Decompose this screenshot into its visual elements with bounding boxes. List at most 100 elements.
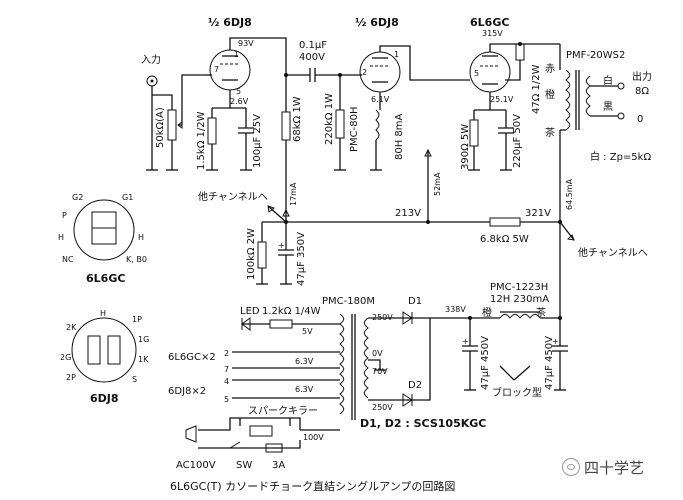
c47u350-label: 47μF 350V — [296, 232, 307, 286]
svg-text:白: 白 — [603, 74, 613, 87]
d2-label: D2 — [408, 380, 422, 391]
svg-text:橙: 橙 — [482, 306, 492, 319]
r-cathode-1k5 — [207, 117, 217, 145]
ccoup-v-label: 400V — [299, 52, 325, 63]
r68k-label: 68kΩ 1W — [292, 96, 303, 142]
pin6l6-g2: G2 — [72, 193, 83, 202]
svg-text:G1: G1 — [122, 193, 133, 202]
pmc1223h-label: PMC-1223H — [490, 282, 548, 293]
svg-text:7: 7 — [214, 65, 219, 74]
volume-pot — [167, 109, 177, 141]
v63a-label: 6.3V — [295, 357, 314, 366]
h6l6-label: 6L6GC×2 — [168, 352, 216, 363]
svg-text:2P: 2P — [66, 373, 76, 382]
watermark-text: 四十学艺 — [584, 458, 645, 477]
svg-text:5: 5 — [236, 87, 241, 96]
pot-label: 50kΩ(A) — [155, 107, 166, 148]
v100-label: 100V — [303, 433, 324, 442]
svg-text:4: 4 — [224, 377, 229, 386]
spark-label: スパークキラー — [248, 405, 318, 417]
r68k5w-label: 6.8kΩ 5W — [480, 234, 529, 245]
svg-text:H: H — [138, 233, 144, 242]
svg-text:H: H — [58, 233, 64, 242]
v26-label: 2.6V — [230, 97, 249, 106]
svg-text:+: + — [278, 241, 285, 250]
other-channel-2: 他チャンネルへ — [578, 246, 648, 259]
r-plate-68k — [281, 111, 291, 141]
tube2-label: ½ 6DJ8 — [355, 16, 399, 29]
d1-label: D1 — [408, 296, 422, 307]
v321-label: 321V — [525, 208, 551, 219]
v213-label: 213V — [395, 208, 421, 219]
pinout-6dj8-label: 6DJ8 — [90, 392, 119, 405]
svg-text:H: H — [100, 309, 106, 318]
svg-text:P: P — [62, 211, 67, 220]
output-transformer-secondary — [585, 75, 591, 117]
svg-text:K, B0: K, B0 — [126, 255, 147, 264]
h6dj8-label: 6DJ8×2 — [168, 386, 206, 397]
svg-text:黒: 黒 — [603, 101, 613, 113]
watermark: 四十学艺 — [562, 456, 644, 478]
pinout-6l6gc-label: 6L6GC — [86, 272, 125, 285]
ac-label: AC100V — [176, 460, 216, 471]
c47u450a-label: 47μF 450V — [480, 336, 491, 390]
diagram-caption: 6L6GC(T) カソードチョーク直結シングルアンプの回路図 — [170, 479, 455, 493]
pmc180m-label: PMC-180M — [322, 296, 375, 307]
svg-text:1: 1 — [234, 50, 239, 59]
c220u50-label: 220μF 50V — [512, 114, 523, 168]
r-screen-47 — [515, 43, 525, 61]
diodes-label: D1, D2 : SCS105KGC — [360, 417, 486, 430]
svg-text:5: 5 — [474, 69, 479, 78]
ccoup-label: 0.1μF — [299, 40, 327, 51]
opt-label: PMF-20WS2 — [566, 50, 625, 61]
svg-text:2G: 2G — [60, 353, 71, 362]
spark-killer — [249, 425, 273, 437]
cathode-choke-pmc80h — [375, 109, 380, 141]
filter-choke-pmc1223h — [499, 313, 541, 319]
v250b-label: 250V — [372, 403, 393, 412]
v63b-label: 6.3V — [295, 385, 314, 394]
led-icon — [241, 317, 251, 331]
c47u450b-label: 47μF 450V — [544, 336, 555, 390]
pinout-6l6gc-icon — [73, 199, 135, 261]
v251-label: 25.1V — [490, 95, 514, 104]
wechat-icon — [562, 458, 580, 476]
svg-text:橙: 橙 — [545, 88, 555, 101]
svg-text:赤: 赤 — [545, 63, 555, 75]
fuse-icon — [265, 443, 283, 453]
out8-label: 8Ω — [635, 86, 649, 97]
fuse-label: 3A — [272, 460, 285, 471]
svg-text:2: 2 — [362, 68, 367, 77]
svg-text:NC: NC — [62, 255, 74, 264]
r-dropping-6k8 — [489, 217, 521, 227]
c100u25-label: 100μF 25V — [252, 114, 263, 168]
svg-text:7: 7 — [224, 365, 229, 374]
r47-label: 47Ω 1/2W — [531, 64, 542, 114]
svg-text:茶: 茶 — [545, 126, 555, 139]
v315-label: 315V — [482, 29, 503, 38]
block-label: ブロック型 — [492, 386, 542, 399]
r15k-label: 1.5kΩ 1/2W — [196, 111, 207, 170]
choke-spec-label: 12H 230mA — [490, 294, 549, 305]
r-cathode-390 — [469, 119, 479, 147]
svg-text:2K: 2K — [66, 323, 77, 332]
svg-text:1K: 1K — [138, 355, 149, 364]
r-bleeder-100k — [257, 241, 267, 269]
tube3-label: 6L6GC — [470, 16, 509, 29]
svg-text:+: + — [552, 337, 559, 346]
out0-label: 0 — [637, 114, 643, 125]
tube1-label: ½ 6DJ8 — [208, 16, 252, 29]
out-label: 出力 — [632, 70, 652, 83]
pinout-6dj8-icon — [71, 317, 137, 383]
ac-plug-icon — [185, 425, 197, 443]
sw-label: SW — [236, 460, 252, 471]
switch-icon — [229, 441, 241, 449]
i17-label: 17mA — [289, 182, 298, 206]
svg-text:1G: 1G — [138, 335, 149, 344]
other-channel-1: 他チャンネルへ — [198, 190, 268, 203]
pmc80h-label: PMC-80H — [349, 107, 360, 153]
svg-text:1P: 1P — [132, 315, 142, 324]
i645-label: 64.5mA — [565, 178, 574, 210]
v70-label: 70V — [372, 367, 388, 376]
